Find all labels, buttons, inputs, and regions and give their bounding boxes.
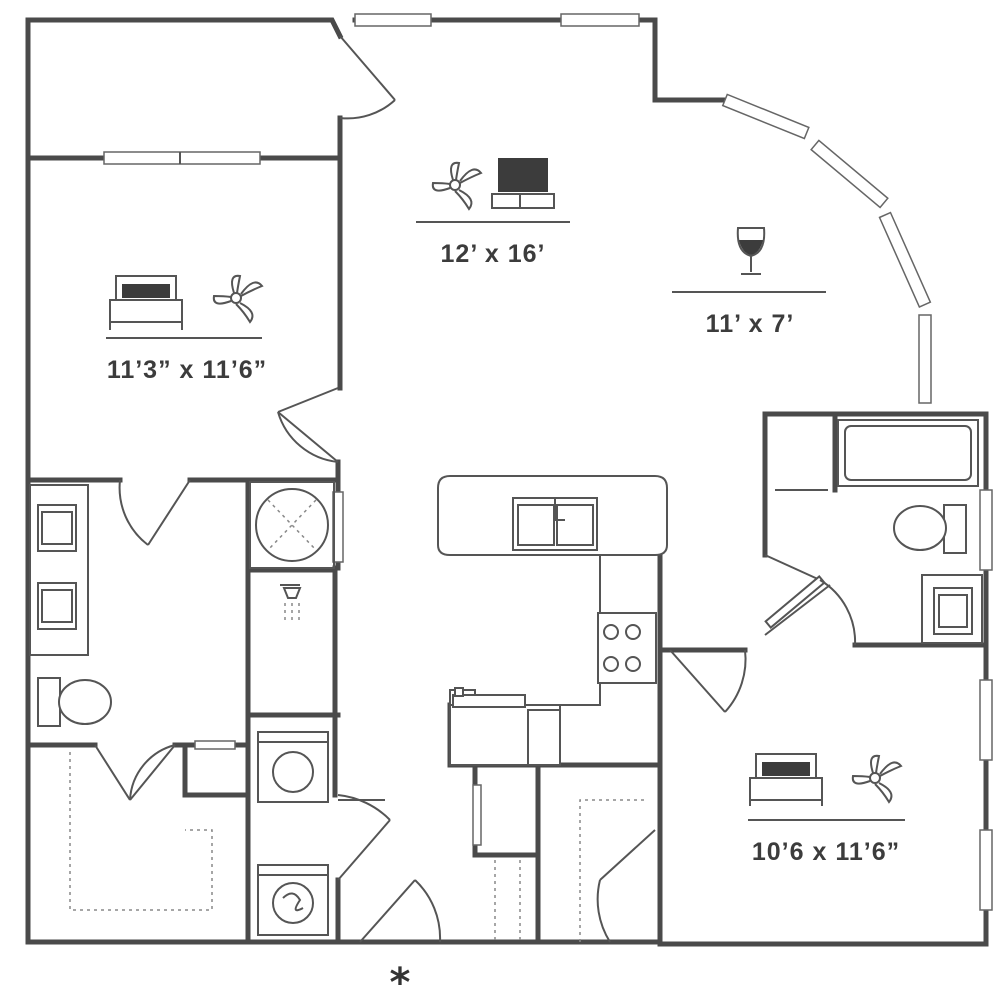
ceiling-fan-icon [212,274,264,324]
ceiling-fan-icon [431,161,483,211]
wine-glass-icon [736,227,766,275]
toilet-icon [893,504,967,554]
dining-area-label: 11’ x 7’ [672,227,826,338]
bedroom-right-dimensions: 10’6 x 11’6” [752,838,900,866]
bed-icon [109,275,183,330]
ceiling-fan-icon [851,754,903,804]
toilet-icon [37,677,112,727]
bathtub-icon [837,419,979,487]
bedroom-left-dimensions: 11’3” x 11’6” [107,356,267,384]
living-room-dimensions: 12’ x 16’ [441,240,546,268]
bath-left [29,481,335,911]
shower-head-icon [280,584,302,620]
dishwasher-icon [527,709,561,766]
bedroom-right-label: 10’6 x 11’6” [748,753,905,866]
doors [94,35,857,943]
bedroom-left-label: 11’3” x 11’6” [106,274,267,384]
kitchen [437,475,668,766]
dryer-icon [257,864,329,936]
washer-icon [257,731,329,803]
dining-area-dimensions: 11’ x 7’ [706,310,795,338]
laundry [257,731,329,936]
bath-right [775,419,983,644]
bed-icon [749,753,823,806]
windows [103,13,993,911]
tv-icon [491,158,555,209]
stove-icon [597,612,657,684]
entry-marker: * [390,960,411,1000]
shower-drain-icon [255,488,329,562]
living-room-label: 12’ x 16’ [416,158,570,268]
